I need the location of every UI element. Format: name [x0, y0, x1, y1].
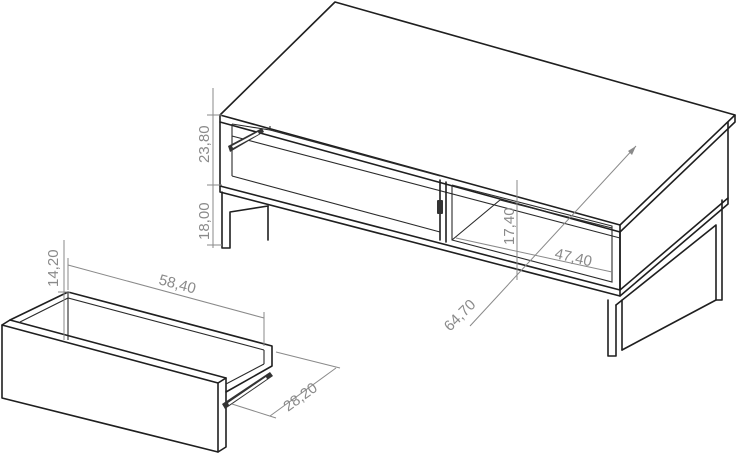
dim-drawer-length: 58,40 [157, 271, 198, 297]
dim-compartment-width: 47,40 [553, 245, 593, 270]
metal-frame [221, 191, 723, 357]
drawer-front [1, 324, 219, 453]
coffee-table [219, 1, 736, 357]
drawer-box [9, 291, 273, 393]
table-body-side [619, 121, 729, 291]
dim-shelf-height: 23,80 [196, 125, 213, 163]
right-compartment [451, 184, 613, 283]
dim-drawer-opening-height: 18,00 [196, 202, 213, 240]
dim-drawer-height: 14,20 [45, 249, 62, 287]
table-body-front [219, 121, 621, 291]
handle-icon [437, 200, 443, 214]
drawer-runner-icon [222, 372, 273, 409]
dim-table-depth: 64,70 [441, 296, 480, 335]
drawer [1, 291, 273, 453]
dim-drawer-depth: 28,20 [280, 379, 320, 415]
dim-compartment-height: 17,40 [501, 207, 518, 245]
open-shelf [231, 123, 621, 239]
drawer-runner-icon [228, 128, 264, 152]
dimension-lines [58, 88, 637, 419]
table-top-edge [219, 114, 736, 233]
